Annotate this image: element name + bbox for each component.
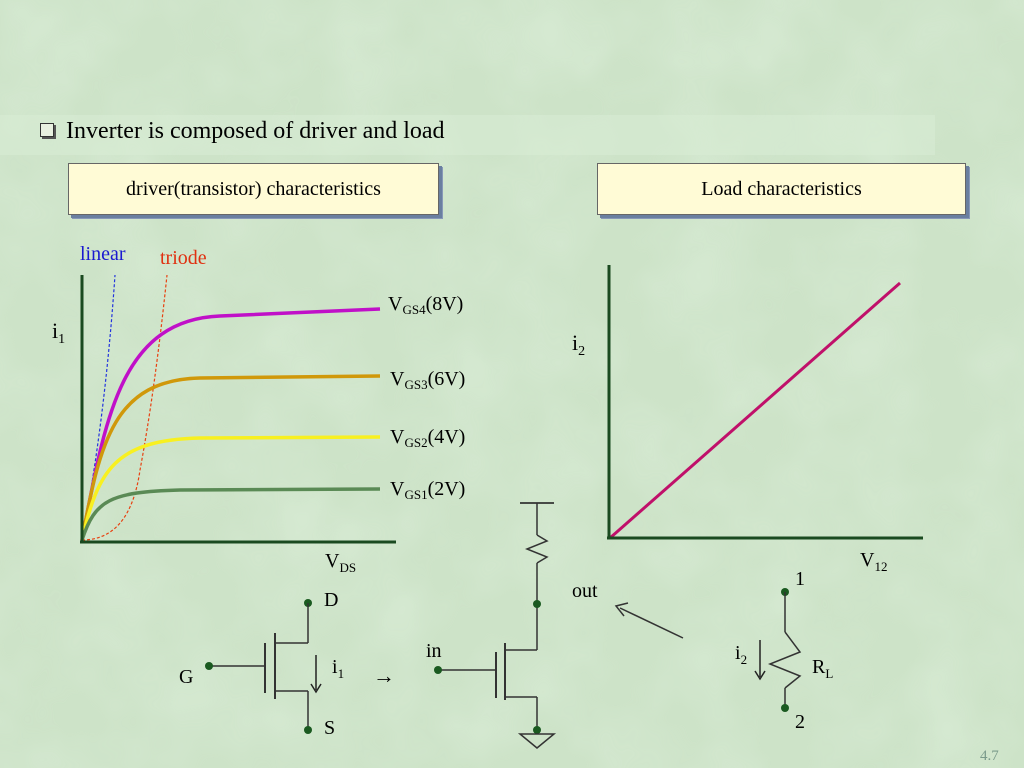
- curve-vgs2: [80, 435, 381, 541]
- load-plot: i2 V12: [572, 265, 923, 574]
- load-line: [609, 281, 901, 540]
- transform-arrow: →: [373, 663, 395, 688]
- curve-label-vgs3: VGS3(6V): [390, 368, 465, 392]
- ground-icon: [517, 733, 557, 749]
- gate-label: G: [179, 666, 193, 688]
- node-1-label: 1: [795, 568, 805, 590]
- curve-vgs3: [80, 374, 381, 541]
- driver-header-label: driver(transistor) characteristics: [126, 178, 381, 200]
- curve-label-vgs4: VGS4(8V): [388, 293, 463, 317]
- driver-y-label: i1: [52, 318, 65, 347]
- in-label: in: [426, 640, 442, 662]
- resistor-load: [754, 588, 802, 712]
- bullet-text: Inverter is composed of driver and load: [66, 118, 445, 144]
- triode-boundary: [81, 274, 168, 541]
- drain-label: D: [324, 589, 338, 611]
- source-node: [304, 726, 312, 734]
- out-label: out: [572, 580, 598, 602]
- inverter-circuit: [434, 502, 684, 749]
- resistor-label: RL: [812, 656, 833, 681]
- node-2-label: 2: [795, 711, 805, 733]
- linear-label: linear: [80, 243, 126, 265]
- load-y-label: i2: [572, 330, 585, 359]
- driver-header-box: driver(transistor) characteristics: [68, 163, 439, 215]
- slide-bullet: Inverter is composed of driver and load: [40, 118, 445, 145]
- triode-label: triode: [160, 247, 207, 269]
- gate-node: [205, 662, 213, 670]
- load-resistor-icon: [767, 631, 802, 689]
- load-header-label: Load characteristics: [701, 178, 862, 200]
- driver-x-label: VDS: [325, 550, 356, 575]
- load-header-box: Load characteristics: [597, 163, 966, 215]
- curve-label-vgs1: VGS1(2V): [390, 478, 465, 502]
- out-node: [533, 600, 541, 608]
- ground-node: [533, 726, 541, 734]
- load-x-label: V12: [860, 549, 887, 574]
- resistor-node-2: [781, 704, 789, 712]
- transistor-current-label: i1: [332, 656, 344, 681]
- page-number: 4.7: [980, 748, 999, 764]
- in-node: [434, 666, 442, 674]
- curve-label-vgs2: VGS2(4V): [390, 426, 465, 450]
- transistor-symbol: [205, 599, 322, 734]
- curve-vgs1: [80, 487, 381, 541]
- inverter-resistor: [524, 534, 549, 564]
- curve-vgs4: [80, 307, 381, 541]
- driver-plot: linear triode i1 VDS VGS4(8V) VGS3(6V) V…: [52, 243, 465, 575]
- resistor-current-label: i2: [735, 642, 747, 667]
- bullet-checkbox-icon: [40, 123, 54, 137]
- source-label: S: [324, 717, 335, 739]
